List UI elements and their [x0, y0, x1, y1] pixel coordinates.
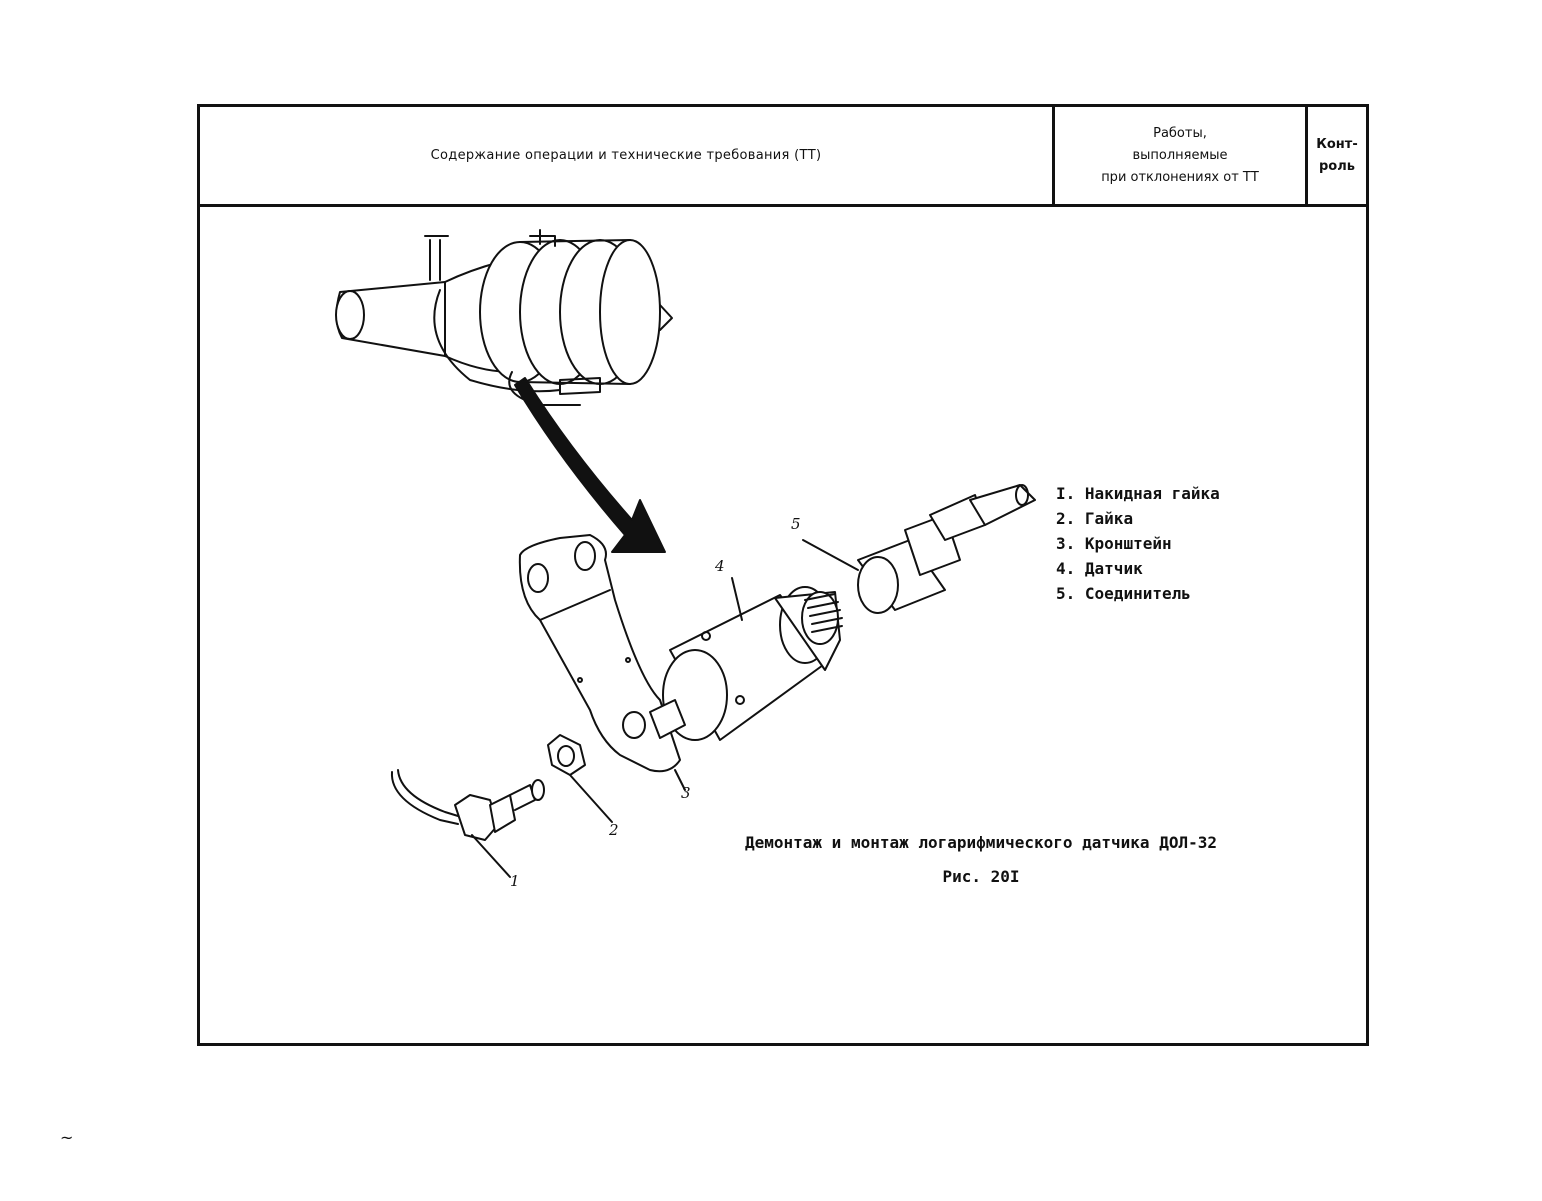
- callout-2: 2: [609, 821, 619, 839]
- form-header: Содержание операции и технические требов…: [200, 107, 1366, 207]
- nut-illustration: [547, 734, 586, 776]
- margin-mark: ~: [60, 1128, 74, 1147]
- callout-1: 1: [510, 872, 520, 890]
- callout-5: 5: [791, 515, 801, 533]
- connector-illustration: [857, 484, 1036, 614]
- legend-item: 3. Кронштейн: [1056, 534, 1172, 553]
- callout-4: 4: [715, 557, 725, 575]
- deviation-column-header: Работы, выполняемые при отклонениях от Т…: [1055, 107, 1308, 204]
- figure-caption: Демонтаж и монтаж логарифмического датчи…: [728, 826, 1234, 894]
- content-column-header: Содержание операции и технические требов…: [200, 107, 1055, 204]
- callout-3: 3: [681, 784, 691, 802]
- deviation-line: Работы,: [1153, 125, 1207, 141]
- control-line: Конт-: [1316, 136, 1358, 152]
- pointer-arrow: [514, 377, 666, 553]
- deviation-line: при отклонениях от ТТ: [1101, 169, 1259, 185]
- caption-title: Демонтаж и монтаж логарифмического датчи…: [744, 833, 1217, 852]
- legend-item: 2. Гайка: [1056, 509, 1134, 528]
- union-nut-illustration: [390, 769, 545, 841]
- figure-number: Рис. 20I: [942, 867, 1020, 886]
- legend-item: I. Накидная гайка: [1056, 484, 1220, 503]
- control-line: роль: [1319, 158, 1355, 174]
- control-column-header: Конт- роль: [1308, 107, 1366, 204]
- engine-unit-illustration: [335, 229, 673, 406]
- sensor-illustration: [649, 586, 843, 741]
- content-title: Содержание операции и технические требов…: [430, 147, 822, 163]
- deviation-line: выполняемые: [1132, 147, 1228, 163]
- form-frame: Содержание операции и технические требов…: [197, 104, 1369, 1046]
- bracket-illustration: [518, 534, 681, 773]
- parts-legend: I. Накидная гайка 2. Гайка 3. Кронштейн …: [1056, 481, 1220, 606]
- legend-item: 4. Датчик: [1056, 559, 1143, 578]
- legend-item: 5. Соединитель: [1056, 584, 1191, 603]
